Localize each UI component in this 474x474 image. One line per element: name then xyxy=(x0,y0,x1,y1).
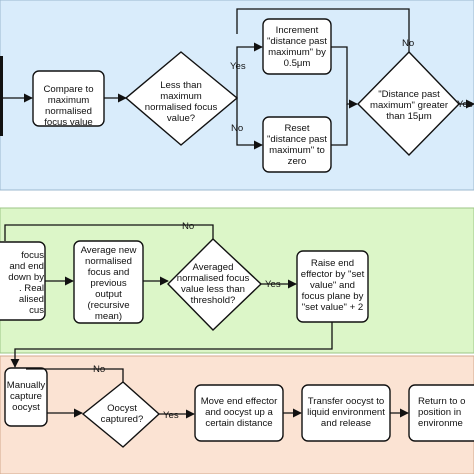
node-text-line: Manually xyxy=(7,380,46,391)
average-focus-box xyxy=(73,240,144,324)
partial-start-node xyxy=(0,56,3,136)
node-text-line: focus plane by xyxy=(302,291,364,302)
less-than-max-diamond xyxy=(124,51,239,146)
node-text-line: Raise end xyxy=(311,258,354,269)
node-text-line: Average new xyxy=(81,245,137,256)
node-text-line: environme xyxy=(418,418,463,429)
node-text-line: value? xyxy=(167,113,195,124)
node-text-line: and oocyst up a xyxy=(205,407,273,418)
node-text-line: zero xyxy=(288,156,307,167)
node-text-line: Reset xyxy=(284,123,309,134)
averaged-less-diamond xyxy=(167,238,263,331)
node-text-line: threshold? xyxy=(191,295,236,306)
node-text-line: focus and xyxy=(88,267,130,278)
node-text-line: value less than xyxy=(181,284,245,295)
node-text-line: maximum" by xyxy=(268,47,326,58)
node-text-line: Move end effector xyxy=(201,396,278,407)
node-text-line: capture xyxy=(10,391,42,402)
yes-label-move: Yes xyxy=(163,410,179,421)
no-label-reset: No xyxy=(231,123,243,134)
node-text-line: Return to o xyxy=(418,396,465,407)
node-text-line: . Real xyxy=(19,283,44,294)
node-text-line: Averaged xyxy=(193,262,234,273)
node-text-line: normalised focus xyxy=(177,273,250,284)
node-text-line: focus xyxy=(21,250,44,261)
node-text-line: and end xyxy=(9,261,44,272)
node-text-line: normalised xyxy=(85,256,132,267)
node-text-line: Compare to xyxy=(43,84,93,95)
node-text-line: "distance past xyxy=(267,134,327,145)
node-text-line: alised xyxy=(19,294,44,305)
manual-capture-box xyxy=(4,367,48,427)
node-text-line: captured? xyxy=(101,414,144,425)
yes-label-top-exit: Yes xyxy=(457,99,473,110)
node-text-line: and release xyxy=(321,418,371,429)
yes-label-increment: Yes xyxy=(230,61,246,72)
node-text-line: Oocyst xyxy=(107,403,137,414)
no-label-mid-loop: No xyxy=(182,221,194,232)
node-text-line: maximum" to xyxy=(269,145,325,156)
oocyst-captured-diamond xyxy=(81,381,161,448)
node-text-line: oocyst xyxy=(12,402,40,413)
distance-greater-diamond xyxy=(357,50,460,156)
node-text-line: focus value xyxy=(44,117,93,128)
yes-label-raise: Yes xyxy=(265,279,281,290)
node-text-line: Less than xyxy=(160,80,202,91)
node-text-line: normalised xyxy=(45,106,92,117)
node-text-line: Transfer oocyst to xyxy=(308,396,384,407)
node-text-line: than 15μm xyxy=(386,111,432,122)
node-text-line: down by xyxy=(8,272,44,283)
node-text-line: liquid environment xyxy=(307,407,385,418)
return-box xyxy=(408,384,474,442)
node-text-line: (recursive xyxy=(87,300,129,311)
node-text-line: "distance past xyxy=(267,36,327,47)
node-text-line: "set value" + 2 xyxy=(302,302,363,313)
node-text-line: output xyxy=(95,289,122,300)
node-text-line: maximum xyxy=(48,95,90,106)
node-text-line: value" and xyxy=(310,280,355,291)
no-label-top-loop: No xyxy=(402,38,414,49)
node-text-line: maximum xyxy=(160,91,202,102)
node-text-line: 0.5μm xyxy=(284,58,311,69)
node-text-line: mean) xyxy=(95,311,122,322)
node-text-line: position in xyxy=(418,407,461,418)
node-text-line: normalised focus xyxy=(145,102,218,113)
node-text-line: "Distance past xyxy=(378,89,440,100)
node-text-line: Increment xyxy=(276,25,319,36)
node-text-line: maximum" greater xyxy=(370,100,449,111)
node-text-line: certain distance xyxy=(205,418,272,429)
no-label-bottom-loop: No xyxy=(93,364,105,375)
node-text-line: previous xyxy=(90,278,126,289)
node-text-line: effector by "set xyxy=(301,269,365,280)
node-text-line: cus xyxy=(29,305,44,316)
